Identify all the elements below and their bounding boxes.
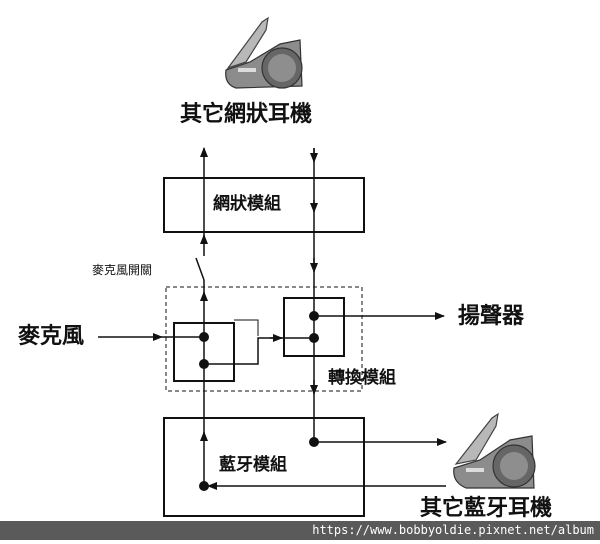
microphone-label: 麥克風	[18, 324, 85, 349]
dashed-enclosure	[165, 286, 363, 392]
switch-lever	[195, 257, 205, 281]
switch-gap	[198, 256, 210, 280]
switch-to-conversion	[204, 337, 314, 365]
footer-bar: https://www.bobbyoldie.pixnet.net/album	[0, 521, 600, 540]
mesh-module-label: 網狀模組	[213, 194, 281, 214]
node	[309, 437, 319, 447]
headset-device-icon	[225, 16, 303, 89]
headset-device-icon	[453, 412, 536, 489]
node	[309, 311, 319, 321]
node	[199, 481, 209, 491]
mesh-module-box	[163, 177, 365, 233]
node	[199, 332, 209, 342]
speaker-label: 揚聲器	[458, 304, 525, 329]
mesh-headsets-label: 其它網狀耳機	[180, 102, 313, 127]
node	[199, 359, 209, 369]
node	[309, 333, 319, 343]
bluetooth-module-label: 藍牙模組	[219, 455, 287, 475]
footer-url: https://www.bobbyoldie.pixnet.net/album	[312, 523, 594, 537]
junction-line	[234, 319, 259, 336]
conversion-module-label: 轉換模組	[328, 368, 396, 388]
mic-switch-label: 麥克風開關	[92, 263, 153, 277]
bluetooth-module-box	[163, 417, 365, 517]
bluetooth-headsets-label: 其它藍牙耳機	[420, 496, 553, 521]
